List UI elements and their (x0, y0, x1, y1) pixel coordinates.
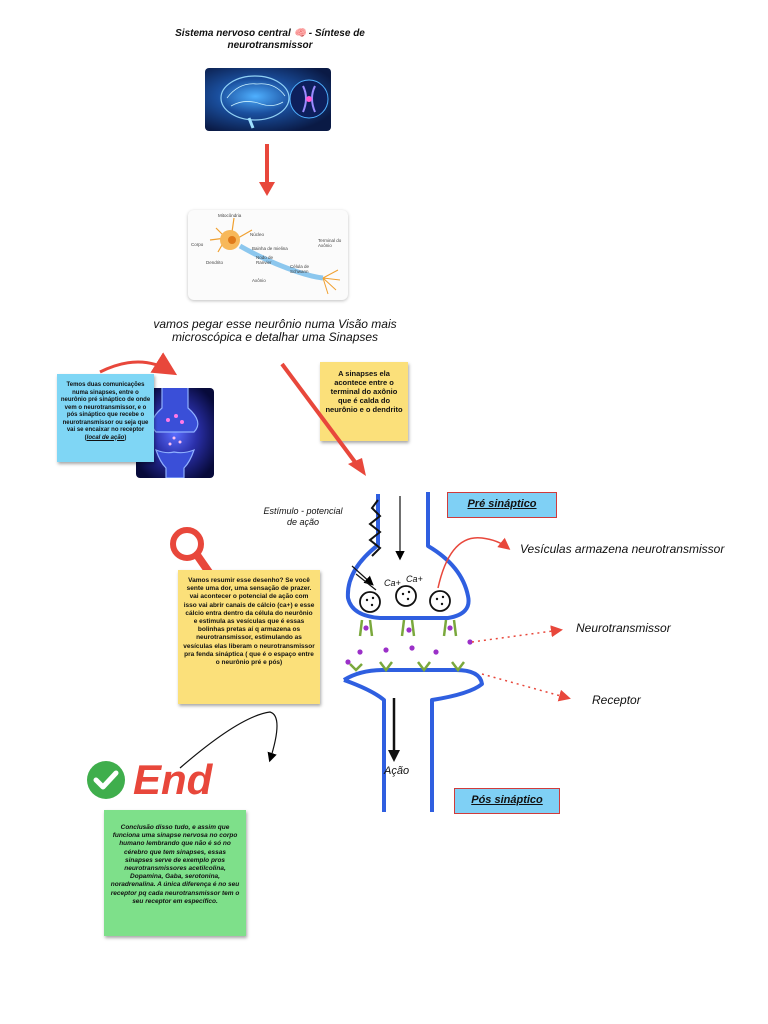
note-communications: Temos duas comunicações numa sinapses, e… (57, 374, 154, 462)
note-communications-emph: local de ação (86, 434, 125, 441)
note-communications-text: Temos duas comunicações numa sinapses, e… (60, 382, 151, 441)
neurotransmitter-pointer (471, 625, 563, 643)
page-title: Sistema nervoso central 🧠 - Síntese de n… (175, 28, 365, 51)
action-label: Ação (384, 765, 410, 777)
label-corpo: Corpo (191, 242, 204, 247)
label-nodo: Nodo de Ranvier (256, 255, 274, 265)
stimulus-squiggle (368, 499, 382, 557)
receptor-pointer (481, 673, 571, 702)
ca-arrow-2 (355, 573, 377, 591)
label-mitocondria: Mitocôndria (218, 213, 242, 218)
caption-text: vamos pegar esse neurônio numa Visão mai… (153, 317, 397, 344)
post-synaptic-tag: Pós sináptico (454, 788, 560, 814)
stimulus-label: Estímulo - potencial de ação (263, 506, 343, 527)
receptor (349, 661, 465, 673)
ca-label-1: Ca+ (384, 578, 401, 588)
label-dendrito: Dendrito (206, 260, 224, 265)
end-title: End (133, 756, 213, 803)
note-conclusion: Conclusão disso tudo, e assim que funcio… (104, 810, 246, 936)
ca-label-2: Ca+ (406, 574, 423, 584)
ca-arrow-1 (351, 565, 374, 586)
neurotransmitter-particle (345, 625, 473, 665)
pre-synaptic-membrane (345, 492, 471, 620)
flow-arrow-diagonal (280, 362, 366, 476)
vesicle-pointer-arrow (437, 537, 511, 589)
vesicle (359, 585, 451, 613)
check-circle-icon (86, 760, 126, 800)
note-synapse-location: A sinapses ela acontece entre o terminal… (320, 362, 408, 441)
label-celula: Célula de Schwann (290, 264, 310, 274)
note-communications-close: ) (124, 434, 127, 441)
pre-synaptic-tag: Pré sináptico (447, 492, 557, 518)
receptor-label: Receptor (592, 693, 641, 707)
flow-arrow-down (259, 144, 275, 196)
label-axonio: Axônio (252, 278, 266, 283)
label-terminal: Terminal do Axônio (318, 238, 342, 248)
label-nucleo: Núcleo (250, 232, 265, 237)
curved-arrow-black (179, 711, 278, 769)
note-summary: Vamos resumir esse desenho? Se você sent… (178, 570, 320, 704)
label-bainha: Bainha de mielina (252, 246, 288, 251)
neurotransmitter-label: Neurotransmissor (576, 621, 671, 635)
release-channel (358, 619, 458, 637)
vesicles-label: Vesículas armazena neurotransmissor (520, 542, 725, 556)
curved-arrow-to-image (99, 352, 178, 376)
brain-image (205, 68, 331, 131)
neuron-diagram: Mitocôndria Núcleo Corpo Bainha de mieli… (188, 210, 348, 300)
post-synaptic-membrane (342, 668, 484, 812)
